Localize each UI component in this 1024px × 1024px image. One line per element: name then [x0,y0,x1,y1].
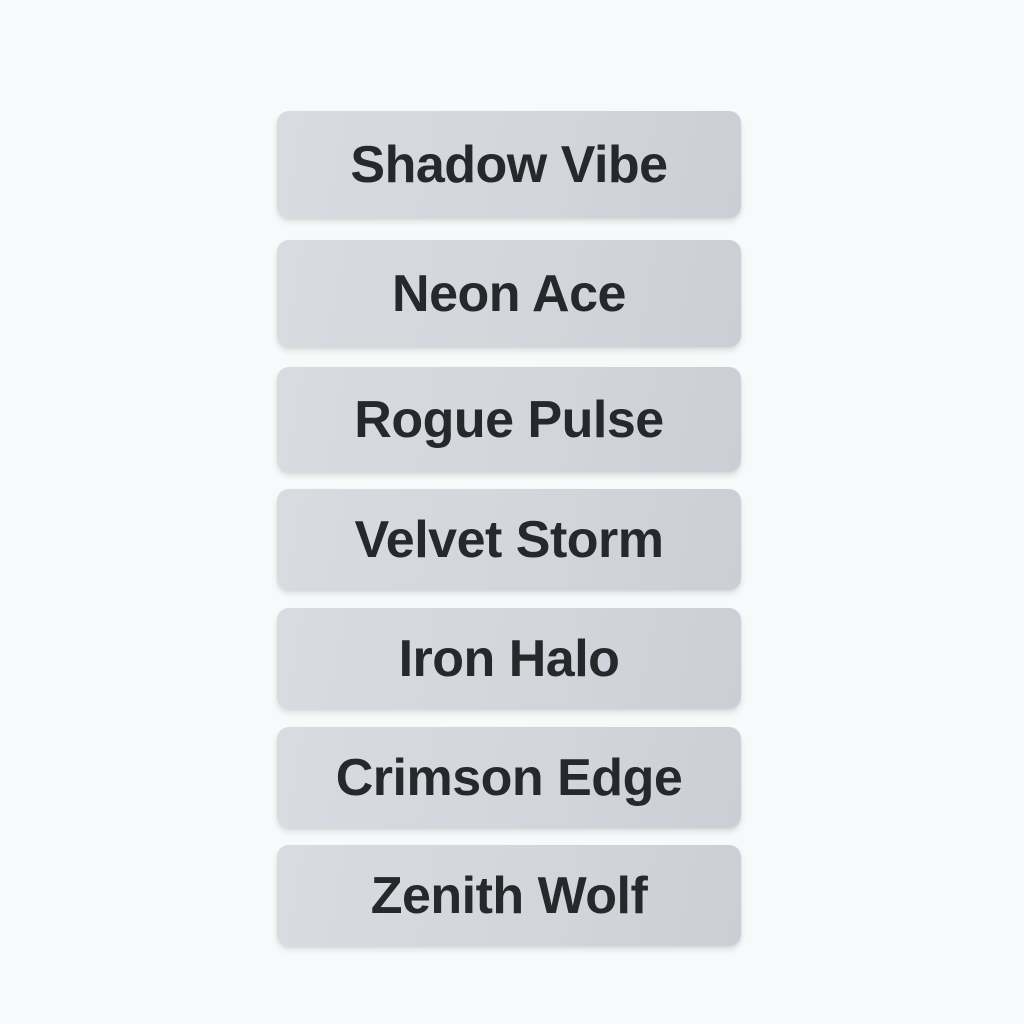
name-button-shadow-vibe[interactable]: Shadow Vibe [277,111,741,218]
name-button-label: Shadow Vibe [350,135,668,194]
name-button-label: Velvet Storm [354,510,664,569]
name-button-zenith-wolf[interactable]: Zenith Wolf [277,845,741,946]
name-button-iron-halo[interactable]: Iron Halo [277,608,741,709]
name-button-velvet-storm[interactable]: Velvet Storm [277,489,741,590]
name-button-label: Zenith Wolf [370,866,648,925]
name-button-crimson-edge[interactable]: Crimson Edge [277,727,741,828]
name-button-rogue-pulse[interactable]: Rogue Pulse [277,367,741,472]
name-button-label: Rogue Pulse [354,390,664,449]
name-button-label: Iron Halo [398,629,620,688]
name-button-label: Crimson Edge [335,748,683,807]
name-button-neon-ace[interactable]: Neon Ace [277,240,741,347]
name-button-label: Neon Ace [392,264,626,323]
